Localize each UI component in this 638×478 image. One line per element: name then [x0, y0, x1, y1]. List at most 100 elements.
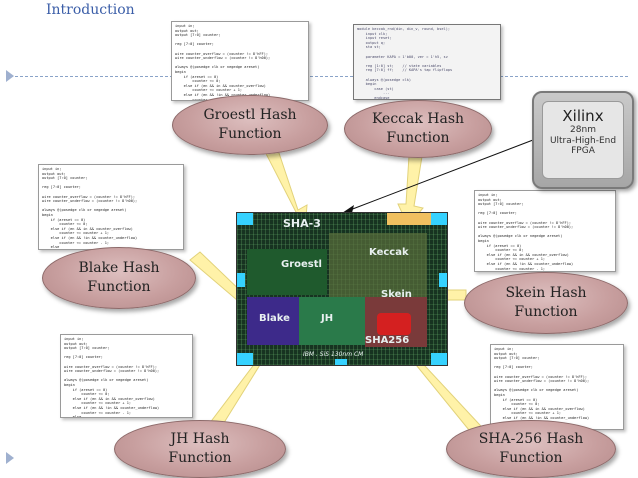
code-line: else if (en && in && counter_overflow)	[478, 252, 569, 257]
code-line: reg [1:0] st; // state variables	[357, 63, 442, 68]
bubble-jh-line2: Function	[168, 450, 232, 466]
bubble-keccak-line2: Function	[386, 130, 450, 146]
fpga-line: 28nm	[570, 125, 596, 135]
bubble-keccak-line1: Keccak Hash	[371, 111, 465, 127]
chip-label-jh: JH	[321, 313, 334, 324]
code-line: counter <= counter + 1;	[42, 231, 110, 236]
code-line: parameter KAPA = 1'b00, ver = 1'h5, sz	[357, 54, 448, 59]
pad-strip	[387, 213, 431, 225]
code-line: output [7:0] counter;	[478, 202, 524, 207]
code-line: else	[42, 245, 60, 250]
code-line: case (st)	[357, 86, 394, 91]
code-line: output [7:0] counter;	[64, 346, 110, 351]
code-line: wire counter_underflow = (counter != 8'h…	[64, 369, 160, 374]
chip-label-blake: Blake	[259, 313, 290, 324]
bubble-groestl-line2: Function	[218, 126, 282, 142]
code-line: if (areset == 0)	[478, 243, 522, 248]
code-line: begin	[494, 392, 505, 397]
code-line: counter <= counter - 1;	[42, 240, 110, 245]
bubble-sha256-line2: Function	[499, 450, 563, 466]
code-line: counter <= counter + 1;	[494, 411, 562, 416]
code-line: if (areset == 0)	[42, 217, 86, 222]
groestl-block	[247, 249, 327, 295]
code-line: counter <= 0;	[175, 79, 221, 84]
code-line: output out;	[42, 171, 66, 176]
nav-arrow-icon[interactable]	[6, 70, 14, 82]
bubble-sha256-line1: SHA-256 Hash	[478, 431, 584, 447]
code-line: counter <= 0;	[478, 248, 524, 253]
slide-title: Introduction	[46, 2, 135, 18]
bubble-skein-line2: Function	[514, 304, 578, 320]
code-line: wire counter_overflow = (counter != 8'hF…	[478, 220, 572, 225]
bubble-blake: Blake Hash Function	[42, 247, 196, 309]
code-line: reg [7:0] counter;	[64, 355, 103, 360]
fpga-brand: Xilinx	[562, 107, 604, 125]
pad	[439, 273, 447, 287]
code-line: output [7:0] counter;	[494, 356, 540, 361]
code-line: output out;	[478, 197, 502, 202]
code-line: output out;	[64, 341, 88, 346]
code-line: counter <= counter + 1;	[175, 88, 243, 93]
pad	[237, 213, 253, 225]
chip-layout: SHA-3 Groestl Keccak Skein Blake JH SHA2…	[236, 212, 448, 366]
code-line: else if (en && !in && counter_underflow)	[494, 415, 590, 420]
chip-footer: IBM . SiS 130nm CM	[303, 351, 364, 358]
bubble-groestl: Groestl Hash Function	[172, 95, 328, 155]
code-line: counter <= 0;	[64, 392, 110, 397]
code-line: always @(posedge clk or negedge areset)	[175, 65, 260, 70]
code-line: always @(posedge clk or negedge areset)	[478, 234, 563, 239]
code-line: else	[64, 415, 82, 418]
code-line: wire counter_overflow = (counter != 8'hF…	[494, 374, 588, 379]
code-line: input clk;	[357, 31, 388, 36]
bubble-blake-line2: Function	[87, 279, 151, 295]
bubble-jh: JH Hash Function	[114, 420, 286, 478]
code-line: counter <= counter - 1;	[478, 266, 546, 271]
fpga-pointer-head	[342, 205, 354, 213]
chip-label-skein: Skein	[381, 289, 412, 300]
code-line: module keccak_rnd(din, din_v, round, bse…	[357, 27, 451, 31]
code-line: reg [7:0] counter;	[494, 365, 533, 370]
code-line: begin	[478, 238, 489, 243]
code-line: always @(posedge clk or negedge areset)	[64, 378, 149, 383]
code-line: reg [7:0] counter;	[42, 185, 81, 190]
code-line: else if (en && in && counter_overflow)	[175, 83, 266, 88]
verilog-snippet-groestl: input in;output out;output [7:0] counter…	[171, 21, 309, 101]
code-line: wire counter_overflow = (counter != 8'hF…	[175, 51, 269, 56]
nav-arrow-icon[interactable]	[6, 452, 14, 464]
bubble-skein-line1: Skein Hash	[505, 285, 587, 301]
code-line: input in;	[478, 193, 498, 197]
code-line: counter <= counter + 1;	[64, 401, 132, 406]
verilog-snippet-keccak: module keccak_rnd(din, din_v, round, bse…	[353, 24, 501, 100]
code-line: counter <= 0;	[494, 402, 540, 407]
code-line: begin	[42, 212, 53, 217]
code-line: counter <= counter + 1;	[478, 257, 546, 262]
verilog-snippet-blake: input in;output out;output [7:0] counter…	[38, 164, 184, 250]
code-line: always @(posedge clk or negedge areset)	[494, 388, 579, 393]
code-line: wire counter_underflow = (counter != 8'h…	[42, 199, 138, 204]
code-line: wire counter_overflow = (counter != 8'hF…	[64, 364, 158, 369]
code-line: else if (en && !in && counter_underflow)	[478, 261, 574, 266]
divider	[10, 76, 628, 77]
code-line: ...	[357, 91, 390, 96]
code-line: reg [7:0] counter;	[478, 211, 517, 216]
bubble-jh-line1: JH Hash	[170, 431, 230, 447]
code-line: if (areset == 0)	[494, 397, 538, 402]
code-line: input in;	[494, 347, 514, 351]
code-line: input in;	[64, 337, 84, 341]
keccak-block	[329, 233, 427, 303]
code-line: else if (en && in && counter_overflow)	[64, 396, 155, 401]
code-line: input in;	[175, 24, 195, 28]
bubble-blake-line1: Blake Hash	[78, 260, 160, 276]
code-line: endcase	[357, 95, 390, 100]
code-line: wire counter_underflow = (counter != 8'h…	[175, 56, 271, 61]
pad	[237, 353, 253, 365]
sha256-core	[377, 313, 411, 335]
code-line: else if (en && !in && counter_underflow)	[64, 405, 160, 410]
fpga-pointer	[349, 139, 534, 211]
chip-label-groestl: Groestl	[281, 259, 322, 270]
code-line: else if (en && !in && counter_underflow)	[42, 235, 138, 240]
chip-label-sha256: SHA256	[365, 335, 410, 346]
fpga-chip-image: Xilinx 28nm Ultra-High-End FPGA	[532, 91, 634, 189]
jh-block	[299, 297, 365, 345]
code-line: input in;	[42, 167, 62, 171]
